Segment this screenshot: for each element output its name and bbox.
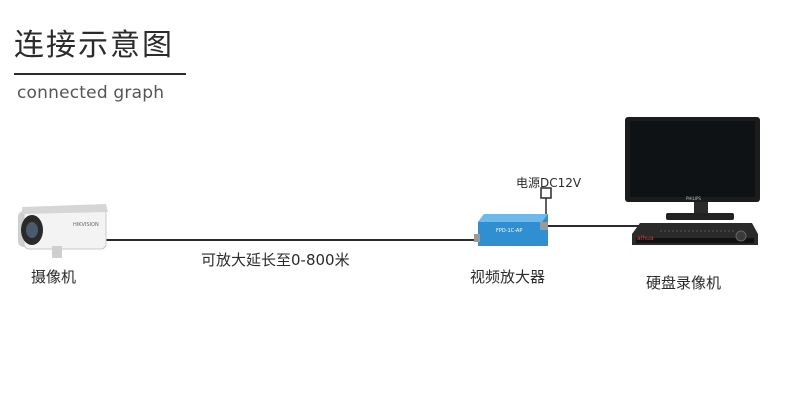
power-connector xyxy=(540,187,552,199)
camera-brand-text: HIKVISION xyxy=(73,222,99,228)
dvr-label: 硬盘录像机 xyxy=(646,274,722,292)
page-subtitle: connected graph xyxy=(17,83,165,103)
camera-icon: HIKVISION xyxy=(18,204,108,258)
camera-label: 摄像机 xyxy=(31,268,77,286)
title-underline xyxy=(14,73,186,75)
dvr-brand-text: alhua xyxy=(637,235,654,242)
amplifier-icon: FPD-1C-AP xyxy=(474,214,548,246)
amplifier-label: 视频放大器 xyxy=(470,268,546,286)
cable-label: 可放大延长至0-800米 xyxy=(201,251,350,269)
dvr-icon: alhua xyxy=(632,223,758,245)
amplifier-device-text: FPD-1C-AP xyxy=(496,228,522,234)
monitor-brand-text: PHILIPS xyxy=(686,196,701,201)
power-label: 电源DC12V xyxy=(516,176,582,190)
monitor-icon: PHILIPS xyxy=(625,117,760,220)
page-title: 连接示意图 xyxy=(14,28,174,63)
